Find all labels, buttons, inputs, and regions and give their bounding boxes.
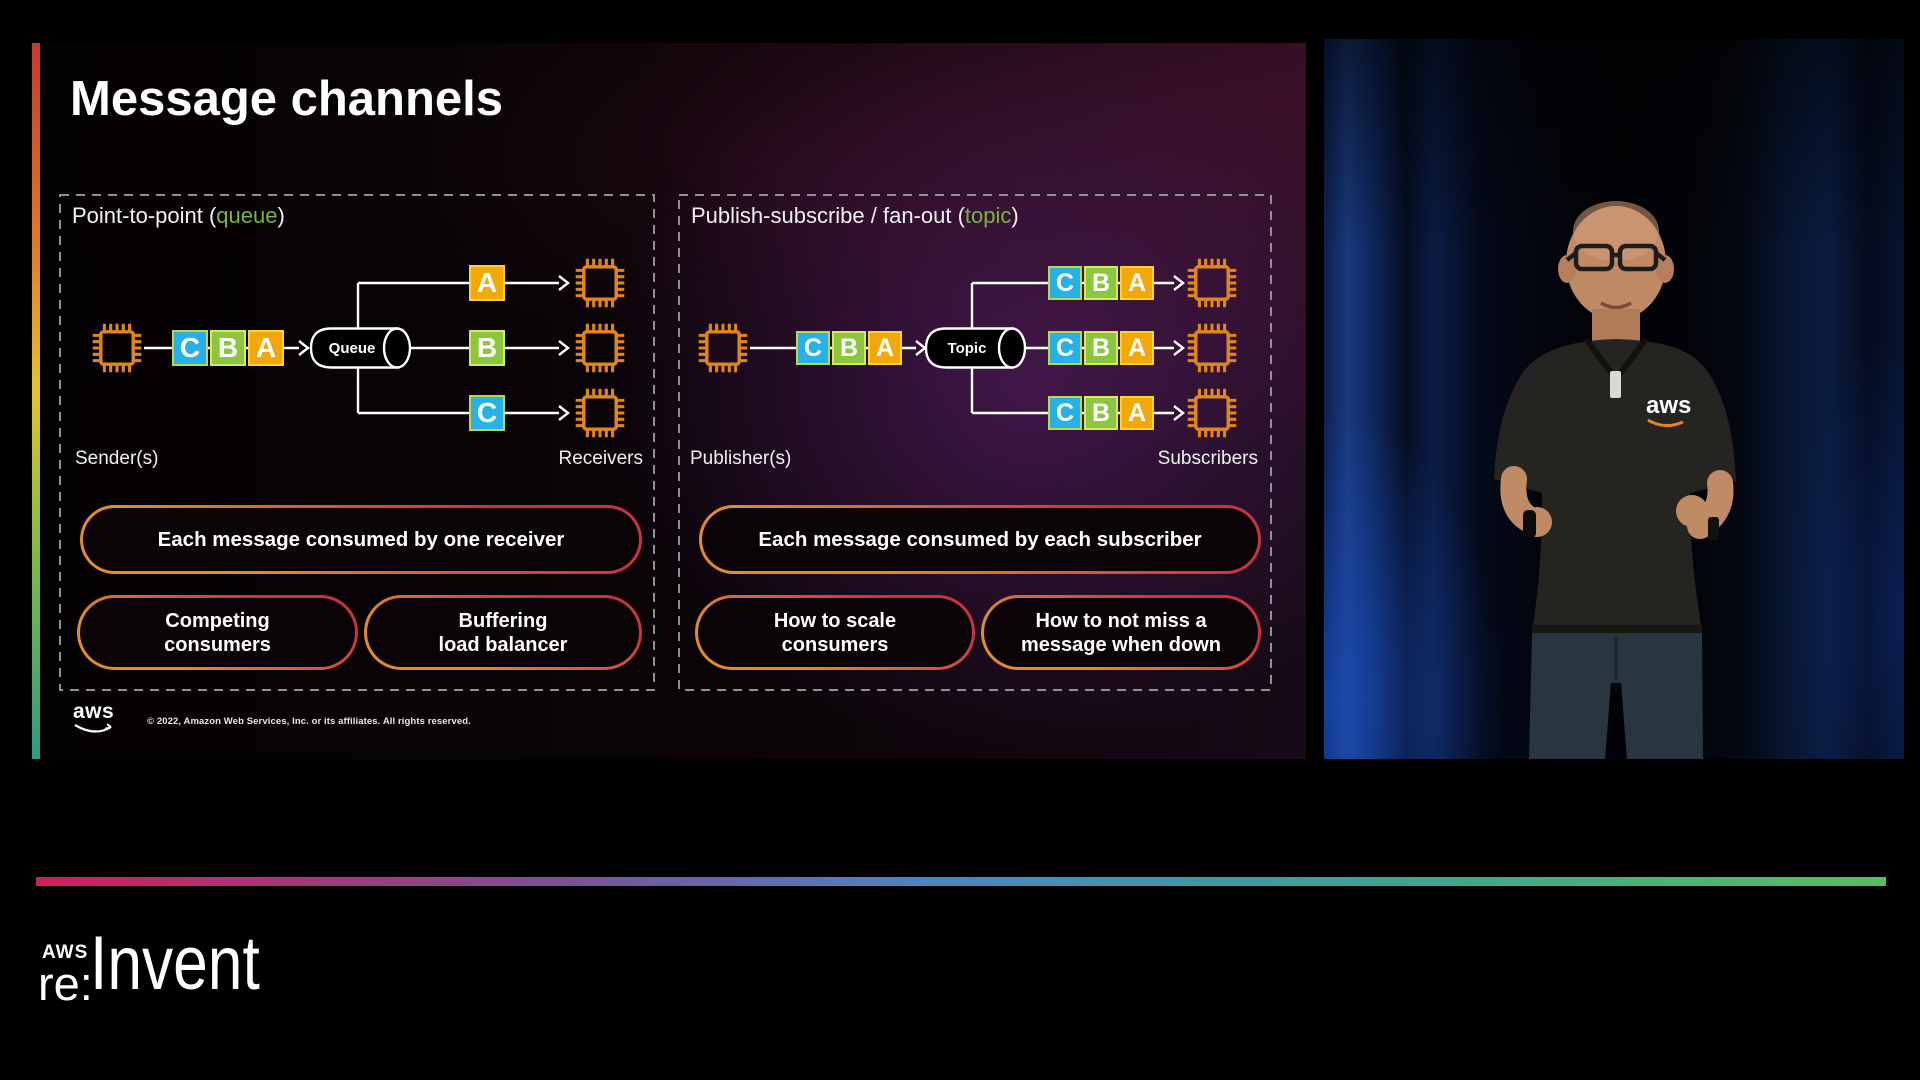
aws-logo: aws [73,701,119,742]
sub-pill-line: How to scale [773,609,897,632]
receiver-chip-icon [573,321,627,375]
message-box-c: C [796,331,830,365]
slide-accent-bar [32,43,40,759]
subscriber-chip-icon [1185,256,1239,310]
sub-pill: Buffering load balancer [364,595,642,670]
branch-box-c: C [469,395,505,431]
sub-pill-line: Buffering [458,609,548,632]
message-box-c: C [1048,331,1082,365]
message-box-a: A [868,331,902,365]
topic-label: Topic [947,339,987,357]
sub-pill-line: consumers [164,633,271,656]
message-box-c: C [1048,266,1082,300]
message-box-a: A [1120,331,1154,365]
source-role-label: Publisher(s) [690,448,792,469]
glasses-icon [1565,243,1667,272]
publisher-chip-icon [696,321,750,375]
reinvent-invent-text: Invent [90,921,260,1006]
message-box-c: C [1048,396,1082,430]
receiver-chip-icon [573,386,627,440]
shirt-smile-icon [1647,418,1684,427]
branch-box-b: B [469,330,505,366]
message-box-b: B [1084,396,1118,430]
dashed-border [59,194,655,691]
message-box-a: A [248,330,284,366]
panel-header-accent: queue [216,203,278,228]
main-pill-label: Each message consumed by each subscriber [758,527,1202,551]
brand-bar [36,877,1886,886]
message-box-a: A [1120,396,1154,430]
panel-header-text: Publish-subscribe / fan-out ( [691,203,965,228]
sub-pill: How to not miss a message when down [981,595,1261,670]
copyright-text: © 2022, Amazon Web Services, Inc. or its… [147,716,471,727]
slide: Message channels Point-to-point (queue) [32,43,1306,759]
sub-pill: Competing consumers [77,595,358,670]
receiver-chip-icon [573,256,627,310]
dest-role-label: Receivers [558,448,643,469]
shirt-logo-text: aws [1646,392,1691,419]
message-box-a: A [1120,266,1154,300]
panel-publish-subscribe: Publish-subscribe / fan-out (topic) C B … [678,194,1272,691]
subscriber-chip-icon [1185,321,1239,375]
message-box-b: B [1084,266,1118,300]
sub-pill-line: consumers [781,633,889,656]
sender-chip-icon [90,321,144,375]
panel-header: Point-to-point (queue) [72,203,285,229]
presenter-figure: aws [1494,201,1736,759]
sub-pill: How to scale consumers [695,595,975,670]
presenter-video: aws [1324,39,1904,759]
message-box-b: B [832,331,866,365]
aws-logo-text: aws [73,700,115,723]
sub-pill-line: Competing [165,609,270,632]
dest-role-label: Subscribers [1157,448,1258,469]
message-box-c: C [172,330,208,366]
sub-pill-line: message when down [1020,633,1222,656]
aws-smile-icon [74,723,112,733]
panel-header-text: Point-to-point ( [72,203,217,228]
panel-header-text: ) [277,203,285,228]
reinvent-aws-text: AWS [42,942,89,963]
panel-header: Publish-subscribe / fan-out (topic) [691,203,1019,229]
panel-header-text: ) [1011,203,1019,228]
message-box-b: B [210,330,246,366]
source-role-label: Sender(s) [75,448,159,469]
panel-header-accent: topic [964,203,1012,228]
queue-label: Queue [328,339,376,357]
page-title: Message channels [70,72,504,126]
message-box-b: B [1084,331,1118,365]
panel-point-to-point: Point-to-point (queue) C B A Queue A B [59,194,655,691]
main-pill: Each message consumed by each subscriber [699,505,1261,574]
sub-pill-line: load balancer [438,633,568,656]
main-pill-label: Each message consumed by one receiver [157,527,565,551]
branch-box-a: A [469,265,505,301]
reinvent-logo: AWS re: Invent [38,926,338,1022]
subscriber-chip-icon [1185,386,1239,440]
reinvent-re-text: re: [38,957,93,1010]
sub-pill-line: How to not miss a [1035,609,1207,632]
main-pill: Each message consumed by one receiver [80,505,642,574]
dashed-border [678,194,1272,691]
